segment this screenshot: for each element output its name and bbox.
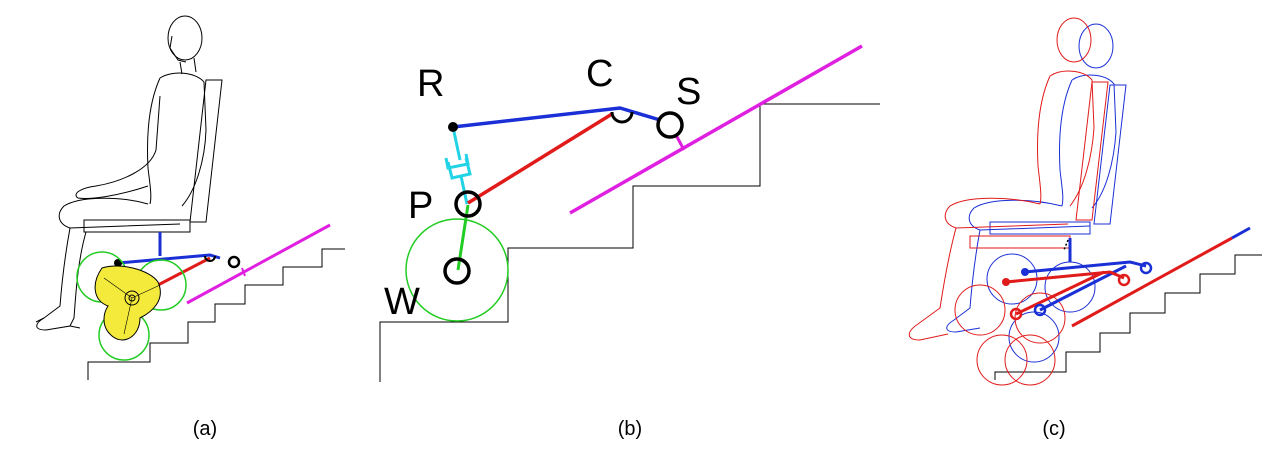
joint-c-b xyxy=(610,111,634,124)
wheel-b xyxy=(405,218,509,322)
joint-s-c-red xyxy=(1117,273,1131,287)
label-p: P xyxy=(408,185,433,227)
rail-link-a xyxy=(241,267,246,277)
joint-p-c-blue xyxy=(1033,303,1047,317)
arm-c-red xyxy=(1015,270,1105,316)
joint-r-a xyxy=(114,259,122,267)
panel-b: R C S P W xyxy=(379,44,880,382)
frame-a xyxy=(117,253,221,265)
caption-a: (a) xyxy=(192,418,218,440)
joint-r-b xyxy=(448,122,458,132)
joint-r-c-blue xyxy=(1021,268,1029,276)
joint-p-c-red xyxy=(1009,307,1023,321)
panel-c xyxy=(908,17,1262,386)
joint-c-a xyxy=(204,255,216,262)
caption-c: (c) xyxy=(1042,418,1066,440)
rail-b xyxy=(569,44,863,215)
joint-w-b xyxy=(443,257,471,285)
rail-a xyxy=(186,223,331,305)
stairs-b xyxy=(379,103,880,382)
stairs-a xyxy=(87,248,345,380)
dashed-link-c xyxy=(1063,239,1069,251)
seat-a xyxy=(83,79,223,233)
joint-r-c-red xyxy=(1002,278,1010,286)
joint-s-a xyxy=(227,255,241,269)
frame-c-blue xyxy=(1024,260,1147,274)
caption-b: (b) xyxy=(617,418,643,440)
linear-actuator-icon xyxy=(444,126,472,205)
label-c: C xyxy=(586,53,613,95)
frame-b xyxy=(452,106,661,129)
joint-p-b xyxy=(454,190,482,218)
stairs-c xyxy=(994,254,1262,380)
label-r: R xyxy=(417,63,444,105)
label-w: W xyxy=(384,281,420,323)
tri-wheel-cluster-icon xyxy=(76,251,187,361)
panel-a xyxy=(35,15,345,380)
rail-c-red xyxy=(1071,236,1233,328)
joint-s-b xyxy=(656,111,684,139)
human-outline-red xyxy=(908,17,1109,386)
rail-link-b xyxy=(674,134,686,151)
label-s: S xyxy=(676,71,701,113)
arm-b xyxy=(467,112,613,205)
rail-c-blue xyxy=(1231,226,1251,240)
joint-s-c-blue xyxy=(1139,261,1153,275)
